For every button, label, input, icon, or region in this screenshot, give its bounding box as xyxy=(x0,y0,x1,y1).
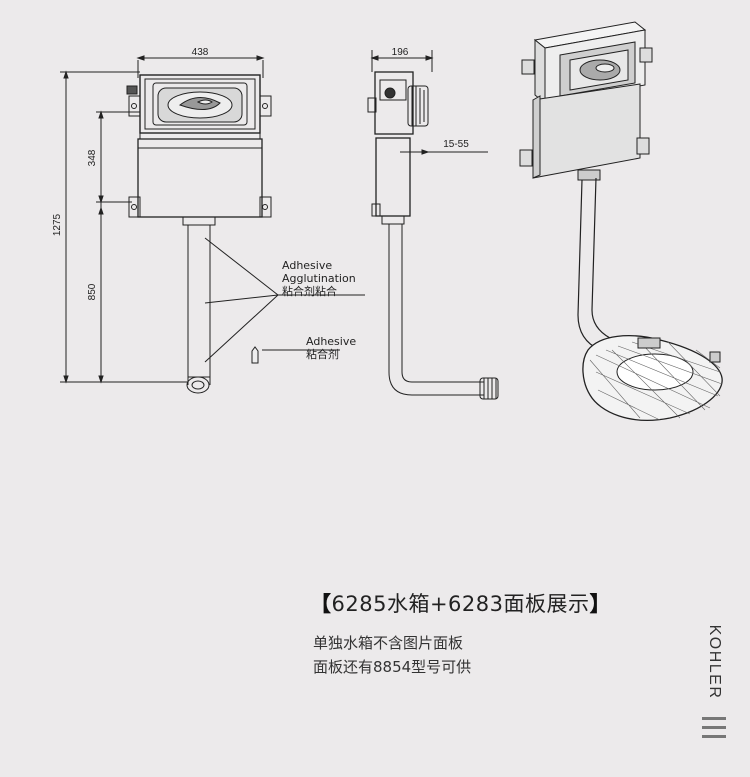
menu-bar xyxy=(702,726,726,729)
description-line-1: 单独水箱不含图片面板 xyxy=(313,634,464,652)
dim-height-total: 1275 xyxy=(52,213,63,236)
menu-bar xyxy=(702,735,726,738)
menu-bar xyxy=(702,717,726,720)
caption-title: 【6285水箱+6283面板展示】 xyxy=(310,588,611,618)
dim-height-lower: 850 xyxy=(87,283,98,300)
dim-width-front: 438 xyxy=(192,47,209,58)
callout-adhesive2-cn: 粘合剂 xyxy=(306,347,339,361)
front-view xyxy=(60,55,365,394)
callout-adhesive2-en: Adhesive xyxy=(306,335,356,348)
caption-text: 6285水箱+6283面板展示 xyxy=(331,592,590,616)
callout-adhesive1-en1: Adhesive xyxy=(282,259,332,272)
dim-panel-range: 15-55 xyxy=(443,139,469,150)
callout-adhesive1-en2: Agglutination xyxy=(282,272,356,285)
dim-height-upper: 348 xyxy=(87,149,98,166)
caption-close-bracket: 】 xyxy=(589,592,611,616)
callout-adhesive1-cn: 粘合剂粘合 xyxy=(282,284,337,298)
brand-logo: KOHLER xyxy=(697,622,731,702)
caption-open-bracket: 【 xyxy=(310,592,332,616)
menu-icon[interactable] xyxy=(702,717,726,741)
dim-depth-side: 196 xyxy=(392,47,409,58)
isometric-view xyxy=(519,21,723,421)
description-line-2: 面板还有8854型号可供 xyxy=(313,658,472,676)
brand-name: KOHLER xyxy=(706,624,723,700)
side-view xyxy=(367,50,499,400)
